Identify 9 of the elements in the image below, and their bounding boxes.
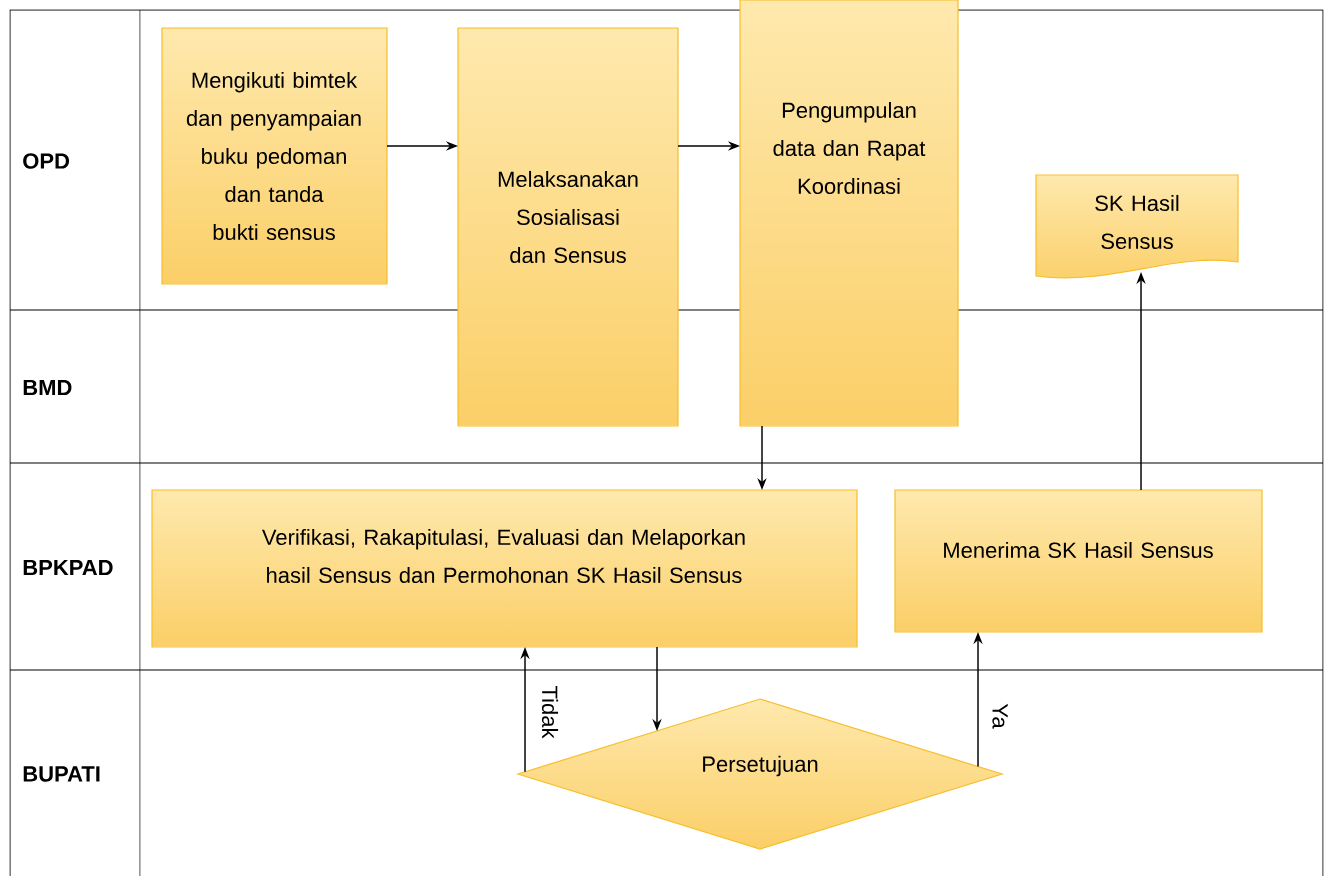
process-box: Mengikuti bimtek dan penyampaian buku pedoman dan tanda bukti sensus — [161, 27, 388, 285]
process-box: Pengumpulan data dan Rapat Koordinasi — [739, 0, 959, 427]
lane-label: BPKPAD — [23, 559, 113, 576]
process-box: Verifikasi, Rakapitulasi, Evaluasi dan Melaporkan hasil Sensus dan Permohonan SK Hasil Sensus — [151, 489, 858, 648]
lane-label: OPD — [23, 153, 70, 169]
lane-label: BUPATI — [23, 766, 100, 782]
process-box: Menerima SK Hasil Sensus — [894, 489, 1263, 633]
process-box: Melaksanakan Sosialisasi dan Sensus — [457, 27, 679, 427]
lane-label: BMD — [23, 379, 72, 396]
